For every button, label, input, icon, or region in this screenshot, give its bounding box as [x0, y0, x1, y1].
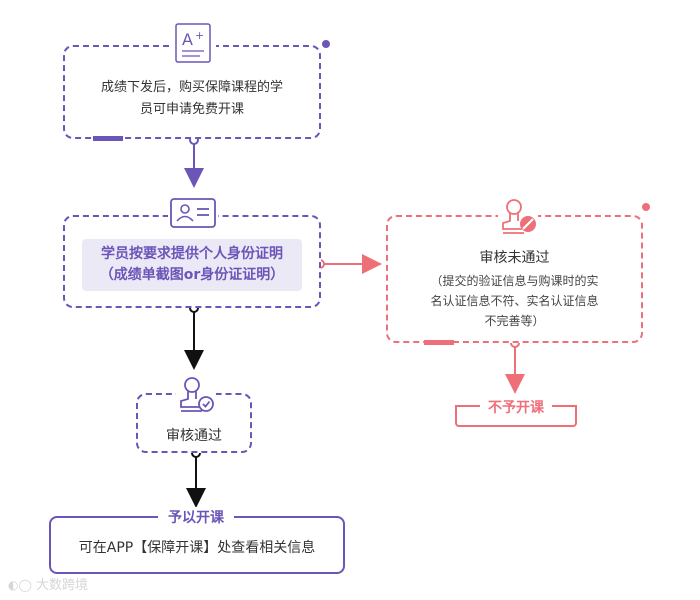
box-accent-bar — [93, 136, 123, 141]
stamp-check-icon — [176, 374, 216, 418]
box-accent-bar — [424, 340, 454, 345]
watermark-logo-icon: ◐◯ — [8, 578, 32, 592]
submit-id-text: 学员按要求提供个人身份证明 （成绩单截图or身份证证明） — [99, 246, 285, 283]
stamp-forbidden-icon — [498, 196, 538, 240]
no-class-label-box — [455, 405, 577, 427]
approved-text: 审核通过 — [166, 428, 222, 444]
rejected-box: 审核未通过 （提交的验证信息与购课时的实 名认证信息不符、实名认证信息 不完善等… — [386, 215, 643, 345]
watermark-text: 大数跨境 — [36, 578, 89, 593]
svg-text:+: + — [195, 29, 204, 42]
final-text: 可在APP【保障开课】处查看相关信息 — [78, 540, 316, 556]
watermark: ◐◯ 大数跨境 — [8, 574, 88, 593]
grade-document-icon: A + — [170, 20, 216, 70]
submit-id-highlight: 学员按要求提供个人身份证明 （成绩单截图or身份证证明） — [82, 239, 302, 291]
no-class-label-line-left — [455, 405, 480, 407]
final-label: 予以开课 — [158, 507, 234, 527]
rejected-title: 审核未通过 — [479, 250, 550, 266]
id-card-icon — [168, 196, 218, 234]
rejected-detail: （提交的验证信息与购课时的实 名认证信息不符、实名认证信息 不完善等） — [430, 274, 599, 328]
condition-text: 成绩下发后，购买保障课程的学 员可申请免费开课 — [100, 80, 283, 117]
svg-text:A: A — [182, 30, 193, 49]
submit-id-box: 学员按要求提供个人身份证明 （成绩单截图or身份证证明） — [63, 215, 321, 308]
no-class-label: 不予开课 — [480, 397, 552, 417]
no-class-label-line-right — [552, 405, 577, 407]
